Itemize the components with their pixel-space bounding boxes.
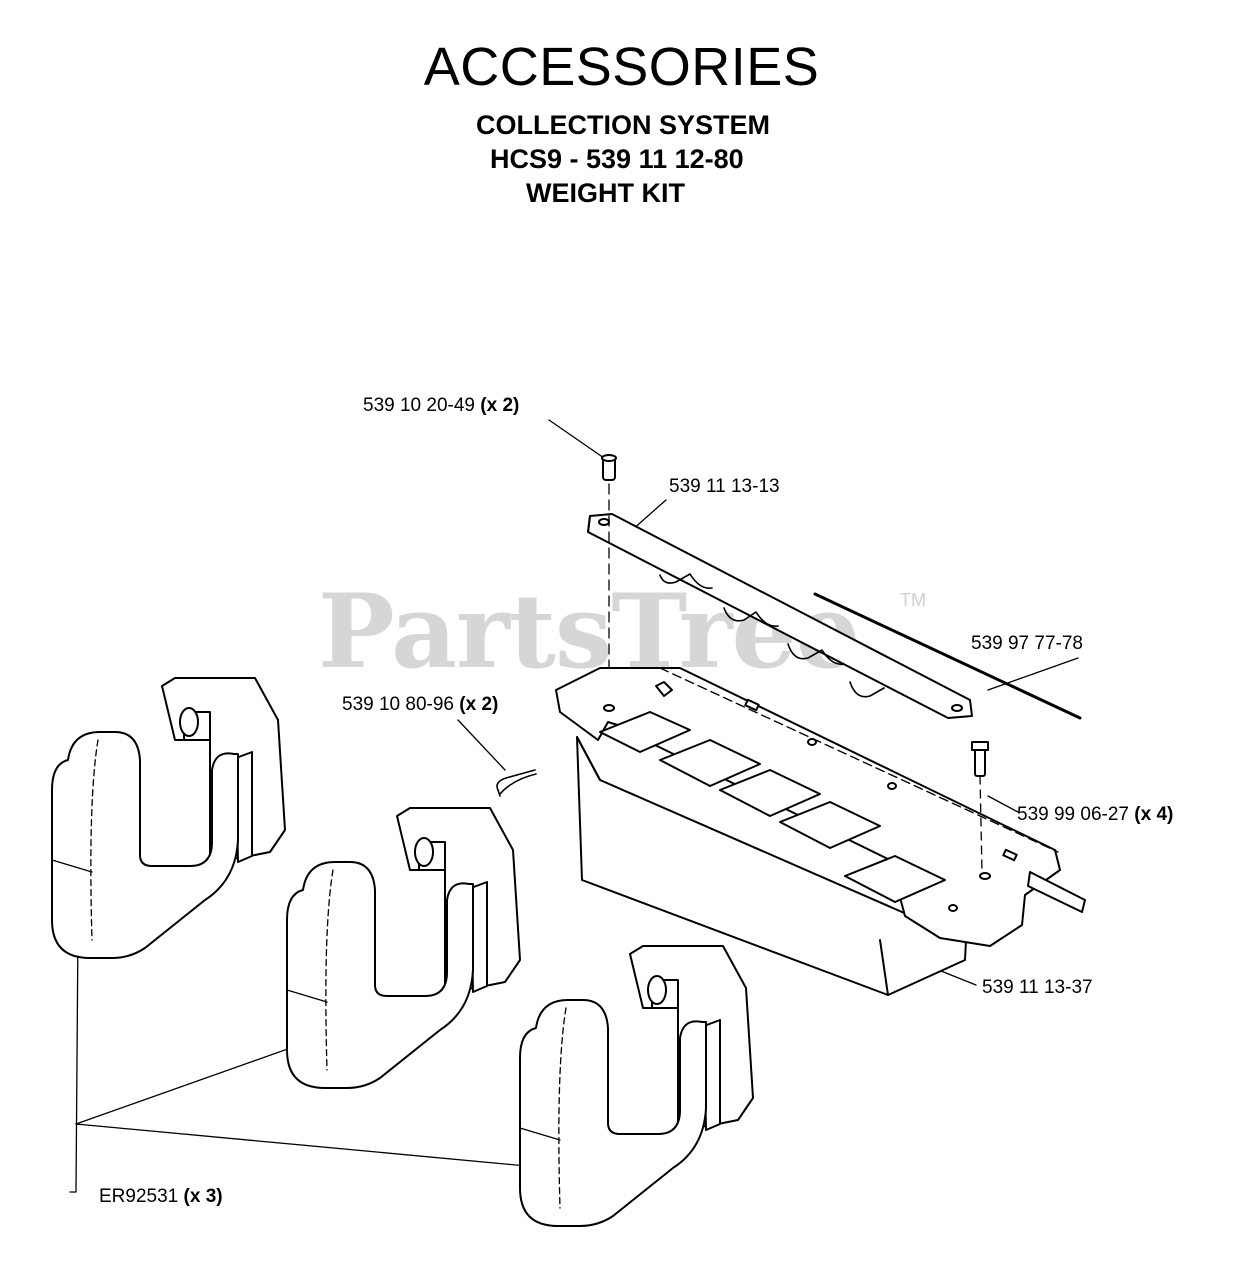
callout-hairpin-part: 539 10 80-96 bbox=[342, 694, 454, 715]
callout-bolt: 539 99 06-27 (x 4) bbox=[1017, 804, 1173, 826]
leader-lines bbox=[69, 419, 1079, 1193]
callout-rod-part: 539 97 77-78 bbox=[971, 633, 1083, 654]
callout-hairpin-qty: (x 2) bbox=[459, 694, 499, 715]
callout-tray: 539 11 13-37 bbox=[982, 977, 1093, 999]
subtitle-line-2: HCS9 - 539 11 12-80 bbox=[490, 144, 744, 174]
callout-weight-qty: (x 3) bbox=[183, 1186, 223, 1207]
bolt bbox=[971, 741, 989, 873]
page-title: ACCESSORIES bbox=[423, 37, 820, 97]
callout-bolt-part: 539 99 06-27 bbox=[1017, 804, 1129, 825]
watermark: PartsTree bbox=[318, 572, 860, 692]
subtitle-line-3: WEIGHT KIT bbox=[526, 178, 685, 208]
callout-weight-part: ER92531 bbox=[99, 1186, 179, 1207]
bracket-bar bbox=[587, 513, 973, 719]
callout-hairpin: 539 10 80-96 (x 2) bbox=[342, 694, 498, 716]
callout-bracket: 539 11 13-13 bbox=[669, 476, 780, 498]
callout-bracket-part: 539 11 13-13 bbox=[669, 476, 780, 497]
clevis-pin bbox=[601, 454, 617, 701]
subtitle-line-1: COLLECTION SYSTEM bbox=[476, 110, 771, 140]
callout-pin: 539 10 20-49 (x 2) bbox=[363, 395, 519, 417]
callout-pin-qty: (x 2) bbox=[480, 395, 520, 416]
watermark-trademark: TM bbox=[900, 590, 926, 610]
callout-pin-part: 539 10 20-49 bbox=[363, 395, 475, 416]
hairpin-clip bbox=[496, 769, 537, 797]
callout-bolt-qty: (x 4) bbox=[1134, 804, 1174, 825]
rod-part bbox=[813, 592, 1082, 720]
callout-rod: 539 97 77-78 bbox=[971, 633, 1083, 655]
weight-tray bbox=[555, 667, 1086, 996]
callout-weight: ER92531 (x 3) bbox=[99, 1186, 223, 1208]
suitcase-weight bbox=[51, 677, 286, 959]
callout-tray-part: 539 11 13-37 bbox=[982, 977, 1093, 998]
